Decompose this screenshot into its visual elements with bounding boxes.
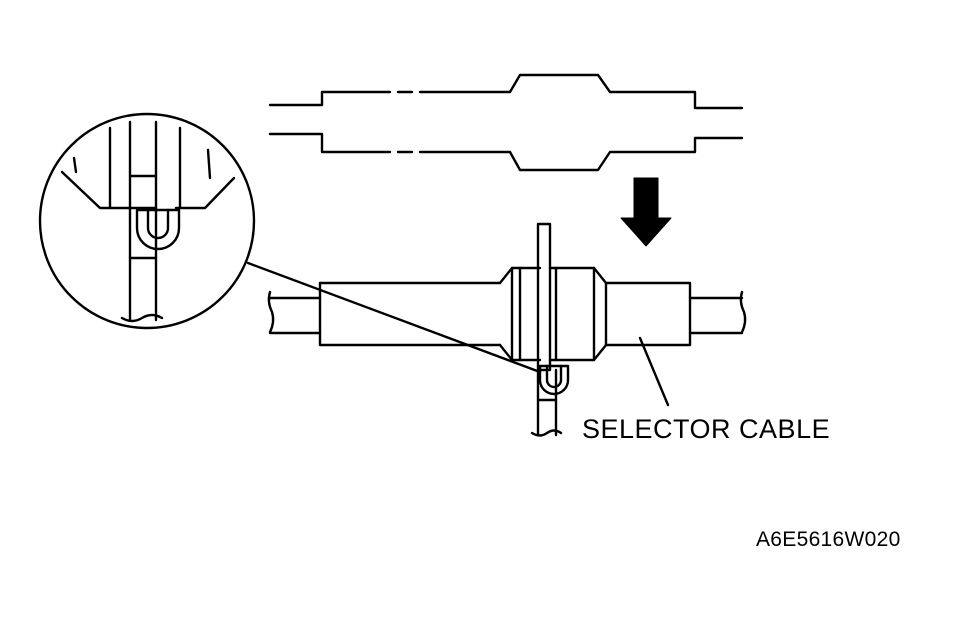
selector-cable-label: SELECTOR CABLE (582, 414, 831, 444)
detail-leader-line (246, 261, 542, 374)
cable-assembly-bottom (267, 222, 747, 437)
figure-code-label: A6E5616W020 (756, 528, 901, 551)
magnified-detail-circle (38, 112, 256, 330)
selector-cable-leader-line (638, 336, 670, 407)
cable-outline-top (268, 73, 744, 172)
down-arrow-icon (620, 177, 672, 247)
